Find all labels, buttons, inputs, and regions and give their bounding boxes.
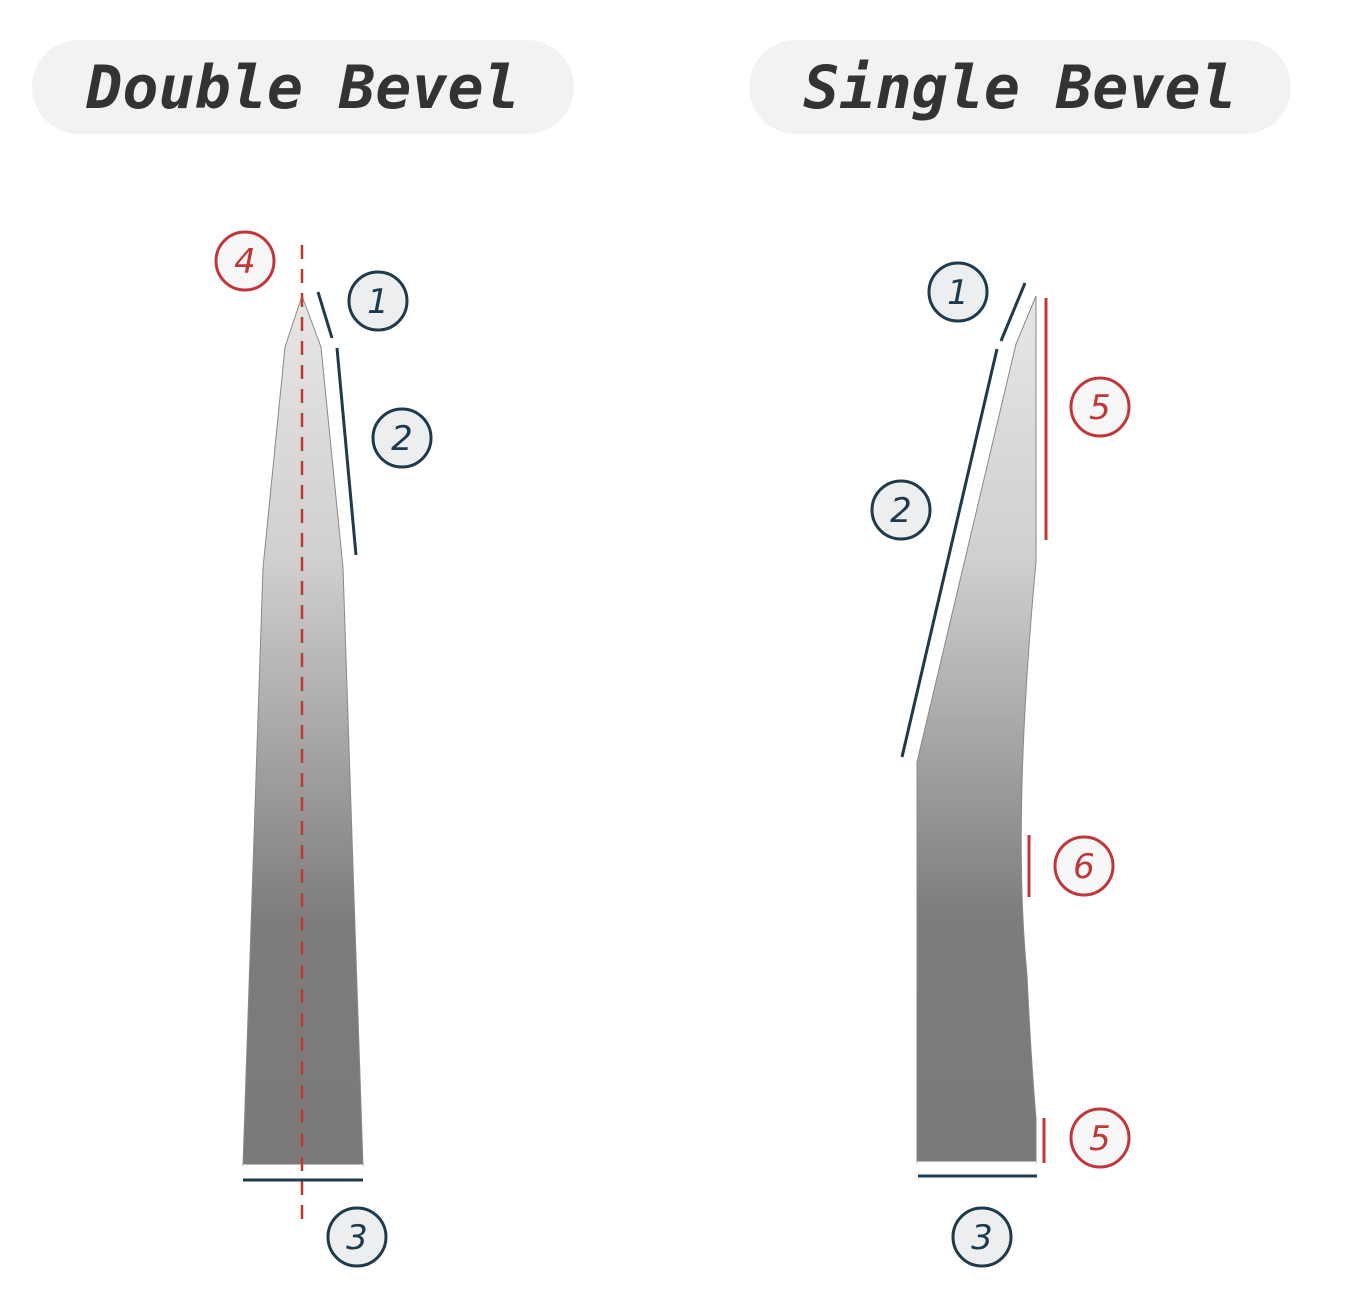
single-marker-2-label: 2 [890, 491, 912, 531]
double-marker-2: 2 [371, 407, 433, 469]
double-marker-4: 4 [214, 230, 276, 292]
double-bevel-blade-group [242, 245, 364, 1226]
title-pill-single [749, 40, 1291, 134]
single-bevel-blade [916, 295, 1037, 1164]
title-single-bevel: Single Bevel [749, 40, 1291, 134]
double-marker-1: 1 [347, 270, 409, 332]
double-marker-1-label: 1 [367, 282, 389, 322]
title-double-bevel-text: Double Bevel [85, 53, 519, 123]
single-bevel-primary-bevel-line [900, 348, 999, 758]
single-marker-3: 3 [951, 1206, 1013, 1268]
single-marker-5-top-label: 5 [1089, 388, 1111, 428]
title-single-bevel-text: Single Bevel [803, 53, 1236, 123]
single-marker-3-label: 3 [971, 1218, 993, 1258]
double-bevel-micro-bevel-line [316, 291, 334, 339]
single-marker-5-top: 5 [1069, 376, 1131, 438]
double-marker-3-label: 3 [346, 1218, 368, 1258]
single-marker-6: 6 [1053, 835, 1115, 897]
title-double-bevel: Double Bevel [32, 40, 574, 134]
single-bevel-micro-bevel-line [999, 282, 1027, 342]
double-bevel-primary-bevel-line [335, 347, 358, 556]
single-marker-5-bottom: 5 [1069, 1107, 1131, 1169]
title-pill-double [32, 40, 574, 134]
single-marker-1-label: 1 [947, 273, 969, 313]
single-bevel-blade-group [900, 282, 1048, 1178]
double-marker-2-label: 2 [391, 419, 413, 459]
double-marker-3: 3 [326, 1206, 388, 1268]
single-marker-6-label: 6 [1073, 847, 1095, 887]
single-marker-2: 2 [870, 479, 932, 541]
single-marker-5-bottom-label: 5 [1089, 1119, 1111, 1159]
double-marker-4-label: 4 [234, 242, 256, 282]
single-marker-1: 1 [927, 261, 989, 323]
